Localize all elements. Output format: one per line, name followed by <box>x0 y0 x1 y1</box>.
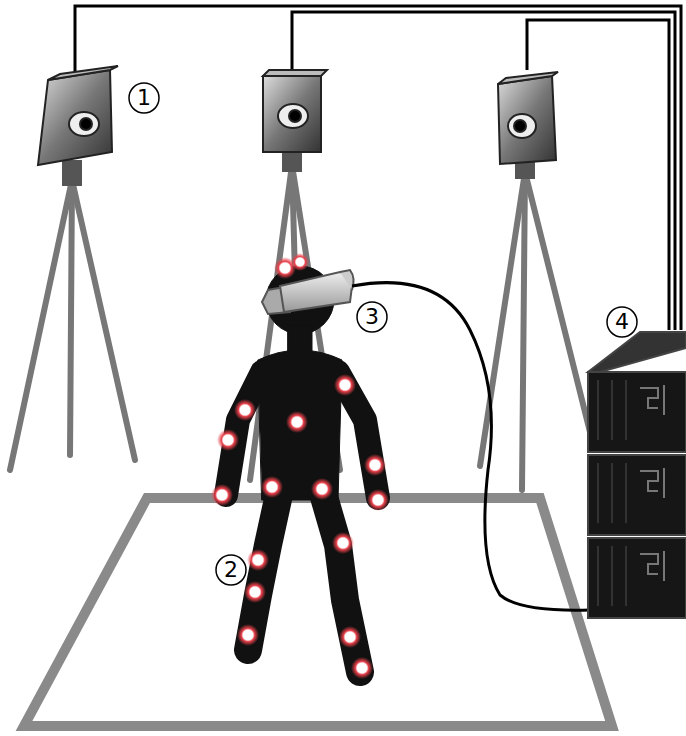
callout-number: 3 <box>357 302 387 332</box>
headset-cable <box>352 283 590 611</box>
vr-headset <box>262 270 354 314</box>
server-rack <box>588 332 686 618</box>
tripod-heads <box>62 150 535 186</box>
callout-number: 1 <box>129 83 159 113</box>
markers <box>211 253 389 679</box>
cameras <box>38 66 558 165</box>
floor <box>24 498 612 726</box>
callout-circles <box>129 83 637 585</box>
person <box>226 266 378 672</box>
callout-number: 4 <box>607 307 637 337</box>
callout-number: 2 <box>216 555 246 585</box>
